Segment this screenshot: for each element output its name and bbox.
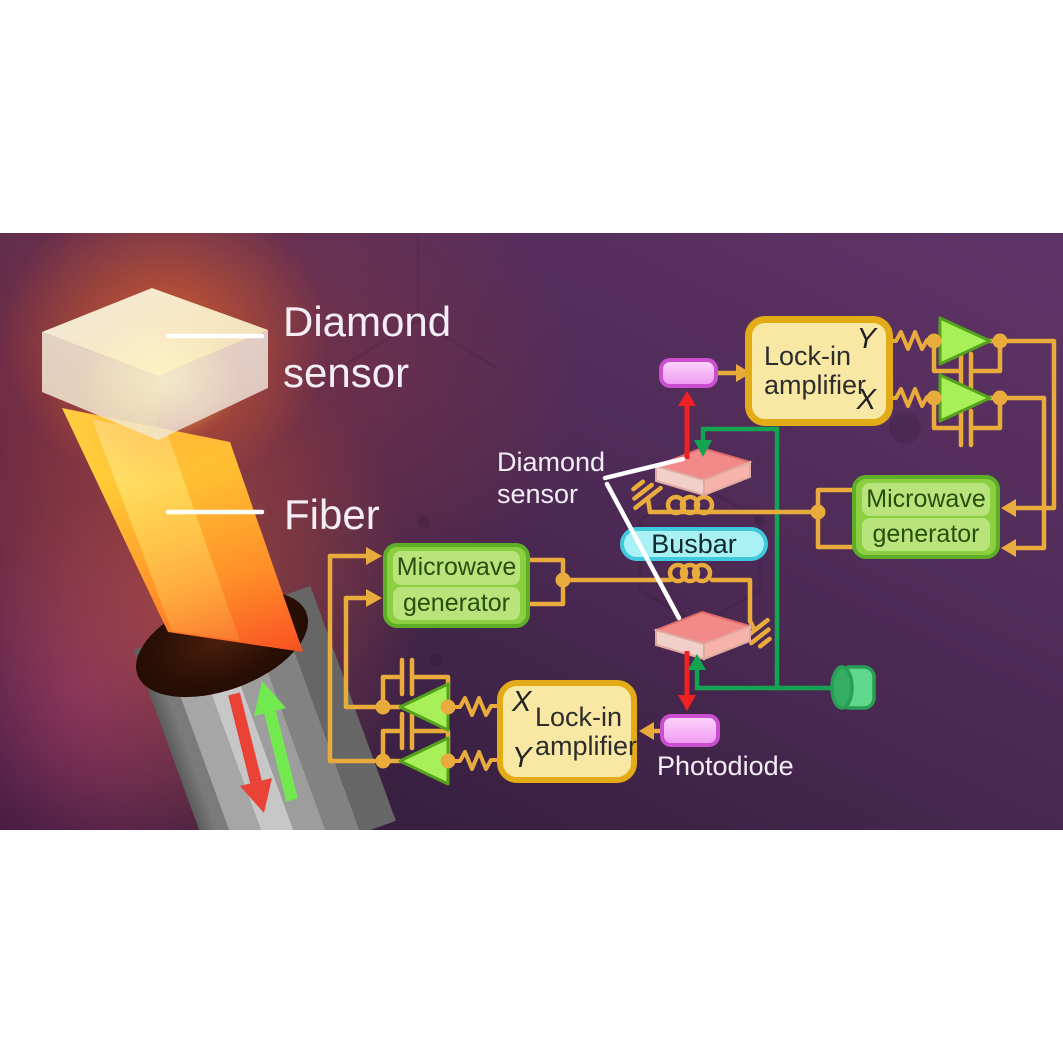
photodiode-label: Photodiode	[657, 751, 794, 781]
diamond-sensor-label-circuit: Diamond sensor	[497, 447, 606, 509]
mw-left-line2: generator	[393, 586, 520, 620]
lockin-top-port-y: Y	[856, 323, 876, 355]
lockin-top-port-x: X	[856, 384, 876, 416]
lockin-bottom-title: Lock-in amplifier	[535, 701, 638, 761]
lockin-amplifier-bottom-box: Lock-in amplifier X Y	[497, 680, 637, 783]
lockin-top-title: Lock-in amplifier	[764, 340, 867, 400]
diamond-sensor-label-left: Diamond sensor	[283, 298, 452, 397]
mw-right-line2: generator	[862, 518, 990, 551]
mw-left-line1: Microwave	[393, 551, 520, 585]
lockin-amplifier-top-box: Lock-in amplifier Y X	[745, 316, 893, 426]
photodiode-bottom-box	[660, 714, 720, 747]
busbar-box: Busbar	[620, 527, 768, 561]
mw-right-line1: Microwave	[862, 483, 990, 516]
microwave-generator-left-box: Microwave generator	[383, 543, 530, 628]
photodiode-top-box	[659, 358, 718, 388]
lockin-bottom-port-x: X	[512, 686, 532, 718]
microwave-generator-right-box: Microwave generator	[852, 475, 1000, 559]
fiber-label: Fiber	[284, 491, 380, 538]
lockin-bottom-port-y: Y	[512, 742, 532, 774]
